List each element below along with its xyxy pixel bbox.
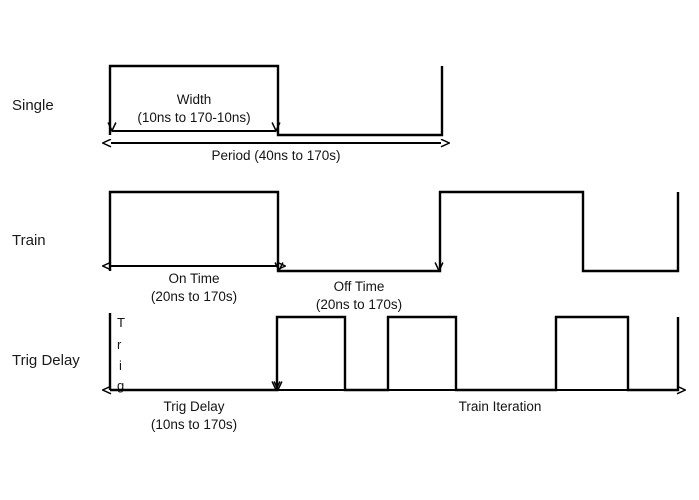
annotation-off-time-line1: Off Time (334, 279, 385, 294)
trig-letter-i: i (119, 358, 122, 373)
row-trig-delay: Trig Delay T r i g Trig Delay (10ns to 1… (12, 313, 678, 432)
trig-letter-r: r (117, 337, 122, 352)
waveform-single (108, 64, 444, 137)
trig-letter-t: T (117, 315, 125, 330)
annotation-off-time-line2: (20ns to 170s) (316, 297, 402, 312)
annotation-width-line2: (10ns to 170-10ns) (137, 110, 250, 125)
row-label-train: Train (12, 232, 46, 249)
row-label-trig-delay: Trig Delay (12, 352, 80, 369)
annotation-on-time-line2: (20ns to 170s) (151, 289, 237, 304)
annotation-on-time-line1: On Time (168, 271, 219, 286)
annotation-period: Period (40ns to 170s) (211, 148, 340, 163)
annotation-trig-delay-line1: Trig Delay (163, 399, 224, 414)
row-train: Train On Time (20ns to 170s) Off Time (2… (12, 190, 680, 312)
waveform-train (108, 190, 680, 273)
annotation-train-iteration: Train Iteration (459, 399, 542, 414)
annotation-width-line1: Width (177, 92, 212, 107)
annotation-trig-delay-line2: (10ns to 170s) (151, 417, 237, 432)
row-label-single: Single (12, 97, 54, 114)
waveform-trig-delay (110, 315, 680, 392)
trig-marker-label: T r i g (117, 315, 125, 393)
row-single: Single Width (10ns to 170-10ns) Period (… (12, 64, 444, 163)
